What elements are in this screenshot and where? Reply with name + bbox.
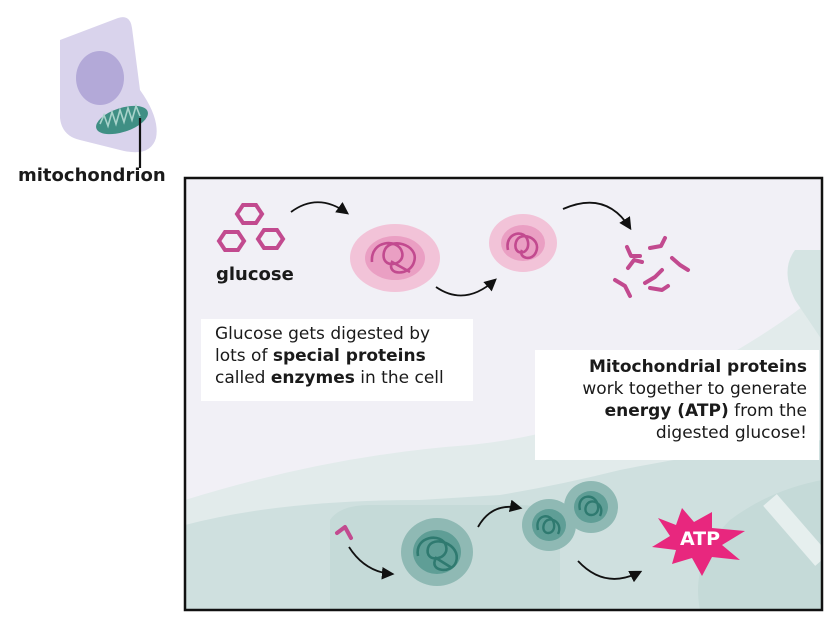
caption-bold: enzymes (270, 368, 355, 388)
caption-bold: energy (ATP) (604, 401, 729, 421)
atp-label: ATP (679, 528, 721, 550)
caption-text: in the cell (354, 368, 444, 388)
fragment-icon (648, 284, 670, 292)
caption-line: Glucose gets digested by (215, 324, 431, 344)
arrow-icon (348, 546, 395, 580)
fragment-icon (335, 525, 353, 540)
mitochondrion-icon (96, 103, 148, 135)
hexagon-icon (216, 230, 247, 252)
hexagon-icon (234, 203, 265, 225)
digested-fragments (335, 236, 690, 540)
enzyme-caption-box: Glucose gets digested by lots of special… (201, 319, 473, 401)
caption-line: digested glucose! (655, 423, 807, 443)
caption-bold: Mitochondrial proteins (588, 357, 807, 377)
nucleus (76, 51, 124, 105)
caption-text: called (215, 368, 271, 388)
arrow-icon (290, 201, 350, 215)
fragment-icon (613, 278, 632, 298)
cell-illustration (60, 17, 157, 168)
fragment-icon (626, 258, 644, 270)
enzyme-2 (489, 214, 557, 272)
arrow-icon (477, 499, 523, 528)
enzyme-1 (350, 224, 440, 292)
fragment-icon (625, 245, 642, 258)
arrow-icon (435, 278, 497, 297)
process-arrows (290, 201, 643, 583)
caption-line: work together to generate (582, 379, 807, 399)
glucose-molecules (216, 203, 286, 252)
arrow-icon (577, 560, 643, 583)
caption-text: lots of (215, 346, 273, 366)
arrow-icon (562, 201, 632, 231)
mito-protein-complex (522, 481, 618, 551)
caption-bold: special proteins (272, 346, 426, 366)
mito-caption-box: Mitochondrial proteins work together to … (535, 350, 819, 460)
fragment-icon (643, 268, 664, 285)
glucose-label: glucose (216, 264, 294, 285)
caption-text: from the (728, 401, 807, 421)
fragment-icon (670, 256, 690, 272)
fragment-icon (648, 236, 667, 250)
mitochondrion-label: mitochondrion (18, 165, 166, 186)
hexagon-icon (255, 228, 286, 250)
atp-burst-icon (652, 508, 745, 576)
mito-protein-1 (401, 518, 473, 586)
